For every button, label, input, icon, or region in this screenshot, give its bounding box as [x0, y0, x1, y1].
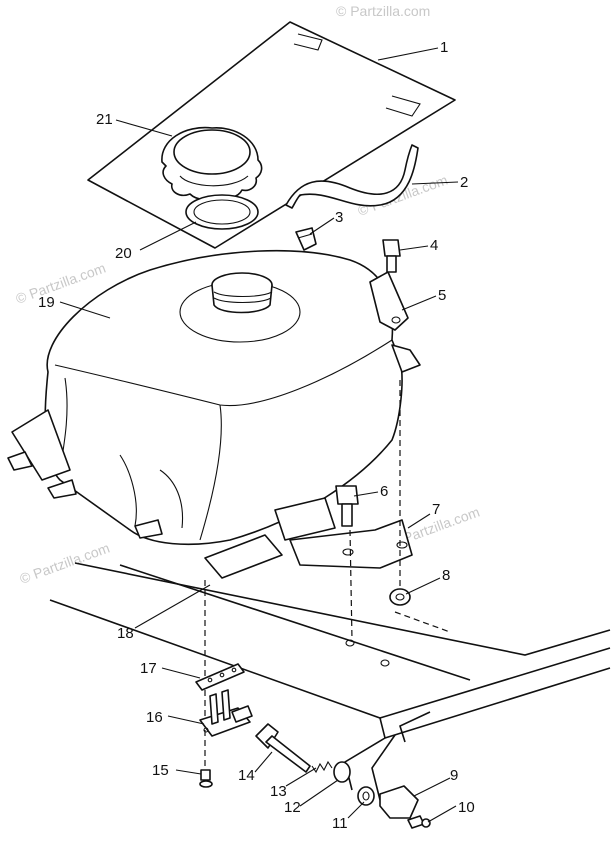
- callout-6: 6: [380, 483, 388, 500]
- callout-4: 4: [430, 237, 438, 254]
- part-2-vent-hose: [285, 144, 419, 209]
- part-6-lower-bolt: [335, 485, 359, 527]
- callout-12: 12: [284, 799, 301, 816]
- callout-15: 15: [152, 762, 169, 779]
- part-5-upper-bracket: [369, 271, 409, 331]
- callout-5: 5: [438, 287, 446, 304]
- callout-13: 13: [270, 783, 287, 800]
- callout-17: 17: [140, 660, 157, 677]
- part-21-fuel-cap: [161, 126, 263, 201]
- part-11-washer: [357, 786, 375, 806]
- watermark-left-bottom: © Partzilla.com: [18, 540, 112, 587]
- part-15-screw: [199, 769, 213, 788]
- callout-14: 14: [238, 767, 255, 784]
- part-14-valve-shaft: [255, 723, 311, 773]
- watermark-top: © Partzilla.com: [336, 3, 430, 19]
- callout-1: 1: [440, 39, 448, 56]
- callout-20: 20: [115, 245, 132, 262]
- callout-7: 7: [432, 501, 440, 518]
- leader-lines: [59, 47, 459, 823]
- part-10-knob-screw: [407, 815, 431, 829]
- part-12-washer: [333, 761, 351, 783]
- part-3-vent-fitting: [295, 227, 317, 251]
- callout-11: 11: [332, 815, 348, 832]
- callout-9: 9: [450, 767, 458, 784]
- callout-10: 10: [458, 799, 475, 816]
- callout-18: 18: [117, 625, 134, 642]
- callout-16: 16: [146, 709, 163, 726]
- callout-21: 21: [96, 111, 113, 128]
- part-8-nut: [389, 588, 411, 606]
- callout-labels: 1 2 3 4 5 6 7 8 9 10 11 12 13 14 15 16 1…: [38, 39, 475, 832]
- part-9-valve-knob: [379, 785, 419, 819]
- callout-8: 8: [442, 567, 450, 584]
- part-17-clamp-plate: [195, 663, 245, 691]
- part-16-fuel-valve: [199, 689, 253, 737]
- part-7-lower-bracket: [289, 519, 413, 569]
- part-4-upper-bolt: [382, 239, 401, 273]
- alignment-lines: [204, 380, 401, 770]
- part-13-spring: [311, 760, 333, 774]
- callout-19: 19: [38, 294, 55, 311]
- part-20-cap-gasket: [185, 194, 259, 230]
- part-19-fuel-tank: [7, 249, 421, 546]
- part-18-support-pad: [204, 497, 336, 579]
- callout-2: 2: [460, 174, 468, 191]
- callout-3: 3: [335, 209, 343, 226]
